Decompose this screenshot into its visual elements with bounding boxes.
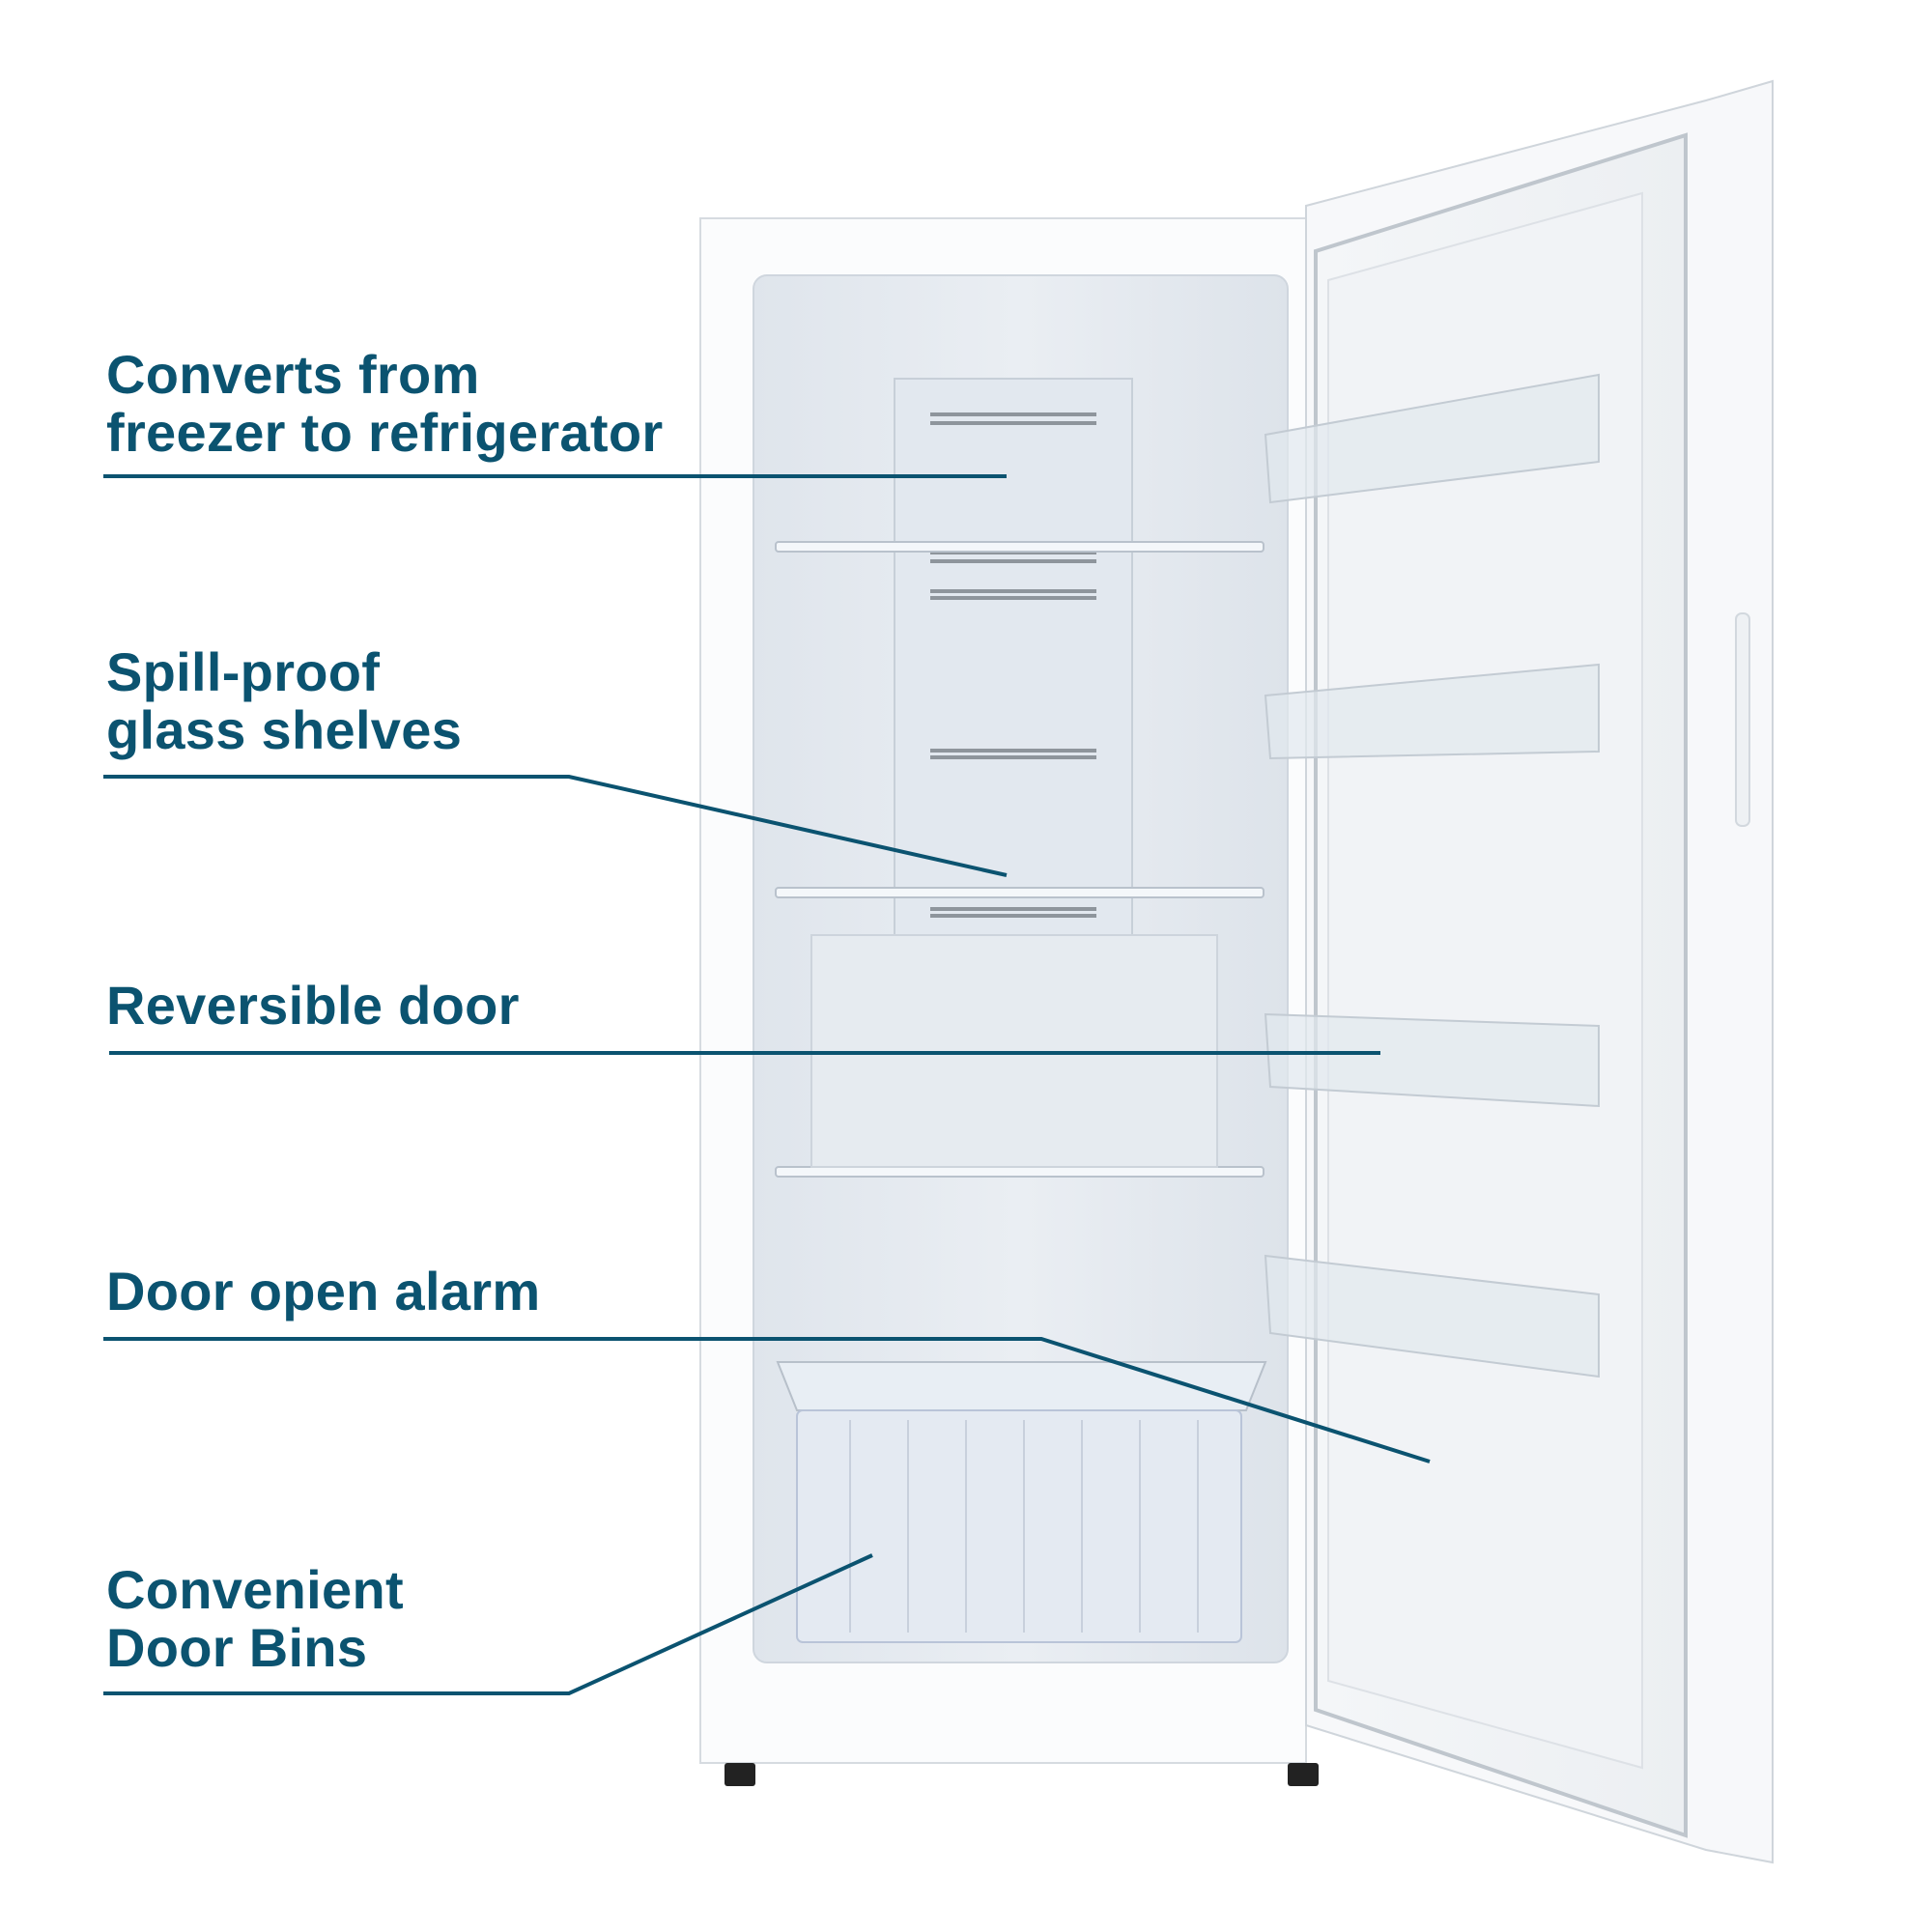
feature-glass-shelves-line2: glass shelves	[106, 699, 463, 760]
feature-reversible-door: Reversible door	[106, 977, 520, 1035]
feature-reversible-door-line1: Reversible door	[106, 975, 520, 1036]
crisper-drawer	[776, 1361, 1267, 1643]
fridge-body	[699, 217, 1319, 1786]
feature-glass-shelves: Spill-proof glass shelves	[106, 643, 462, 759]
feature-convertible: Converts from freezer to refrigerator	[106, 346, 663, 462]
feature-door-alarm: Door open alarm	[106, 1263, 540, 1321]
open-door	[1264, 79, 1774, 1864]
door-bins	[1264, 373, 1600, 1378]
foot-right	[1288, 1763, 1319, 1786]
foot-left	[724, 1763, 755, 1786]
glass-shelves	[775, 541, 1264, 1178]
callout-lines	[103, 474, 1431, 1695]
feature-door-alarm-line1: Door open alarm	[106, 1261, 541, 1321]
feature-door-bins-line2: Door Bins	[106, 1617, 368, 1678]
feature-convertible-line1: Converts from	[106, 344, 480, 405]
feature-glass-shelves-line1: Spill-proof	[106, 641, 381, 702]
back-panel	[894, 378, 1133, 936]
feature-door-bins: Convenient Door Bins	[106, 1561, 404, 1677]
feature-convertible-line2: freezer to refrigerator	[106, 402, 664, 463]
feature-door-bins-line1: Convenient	[106, 1559, 404, 1620]
door-handle	[1735, 612, 1750, 827]
